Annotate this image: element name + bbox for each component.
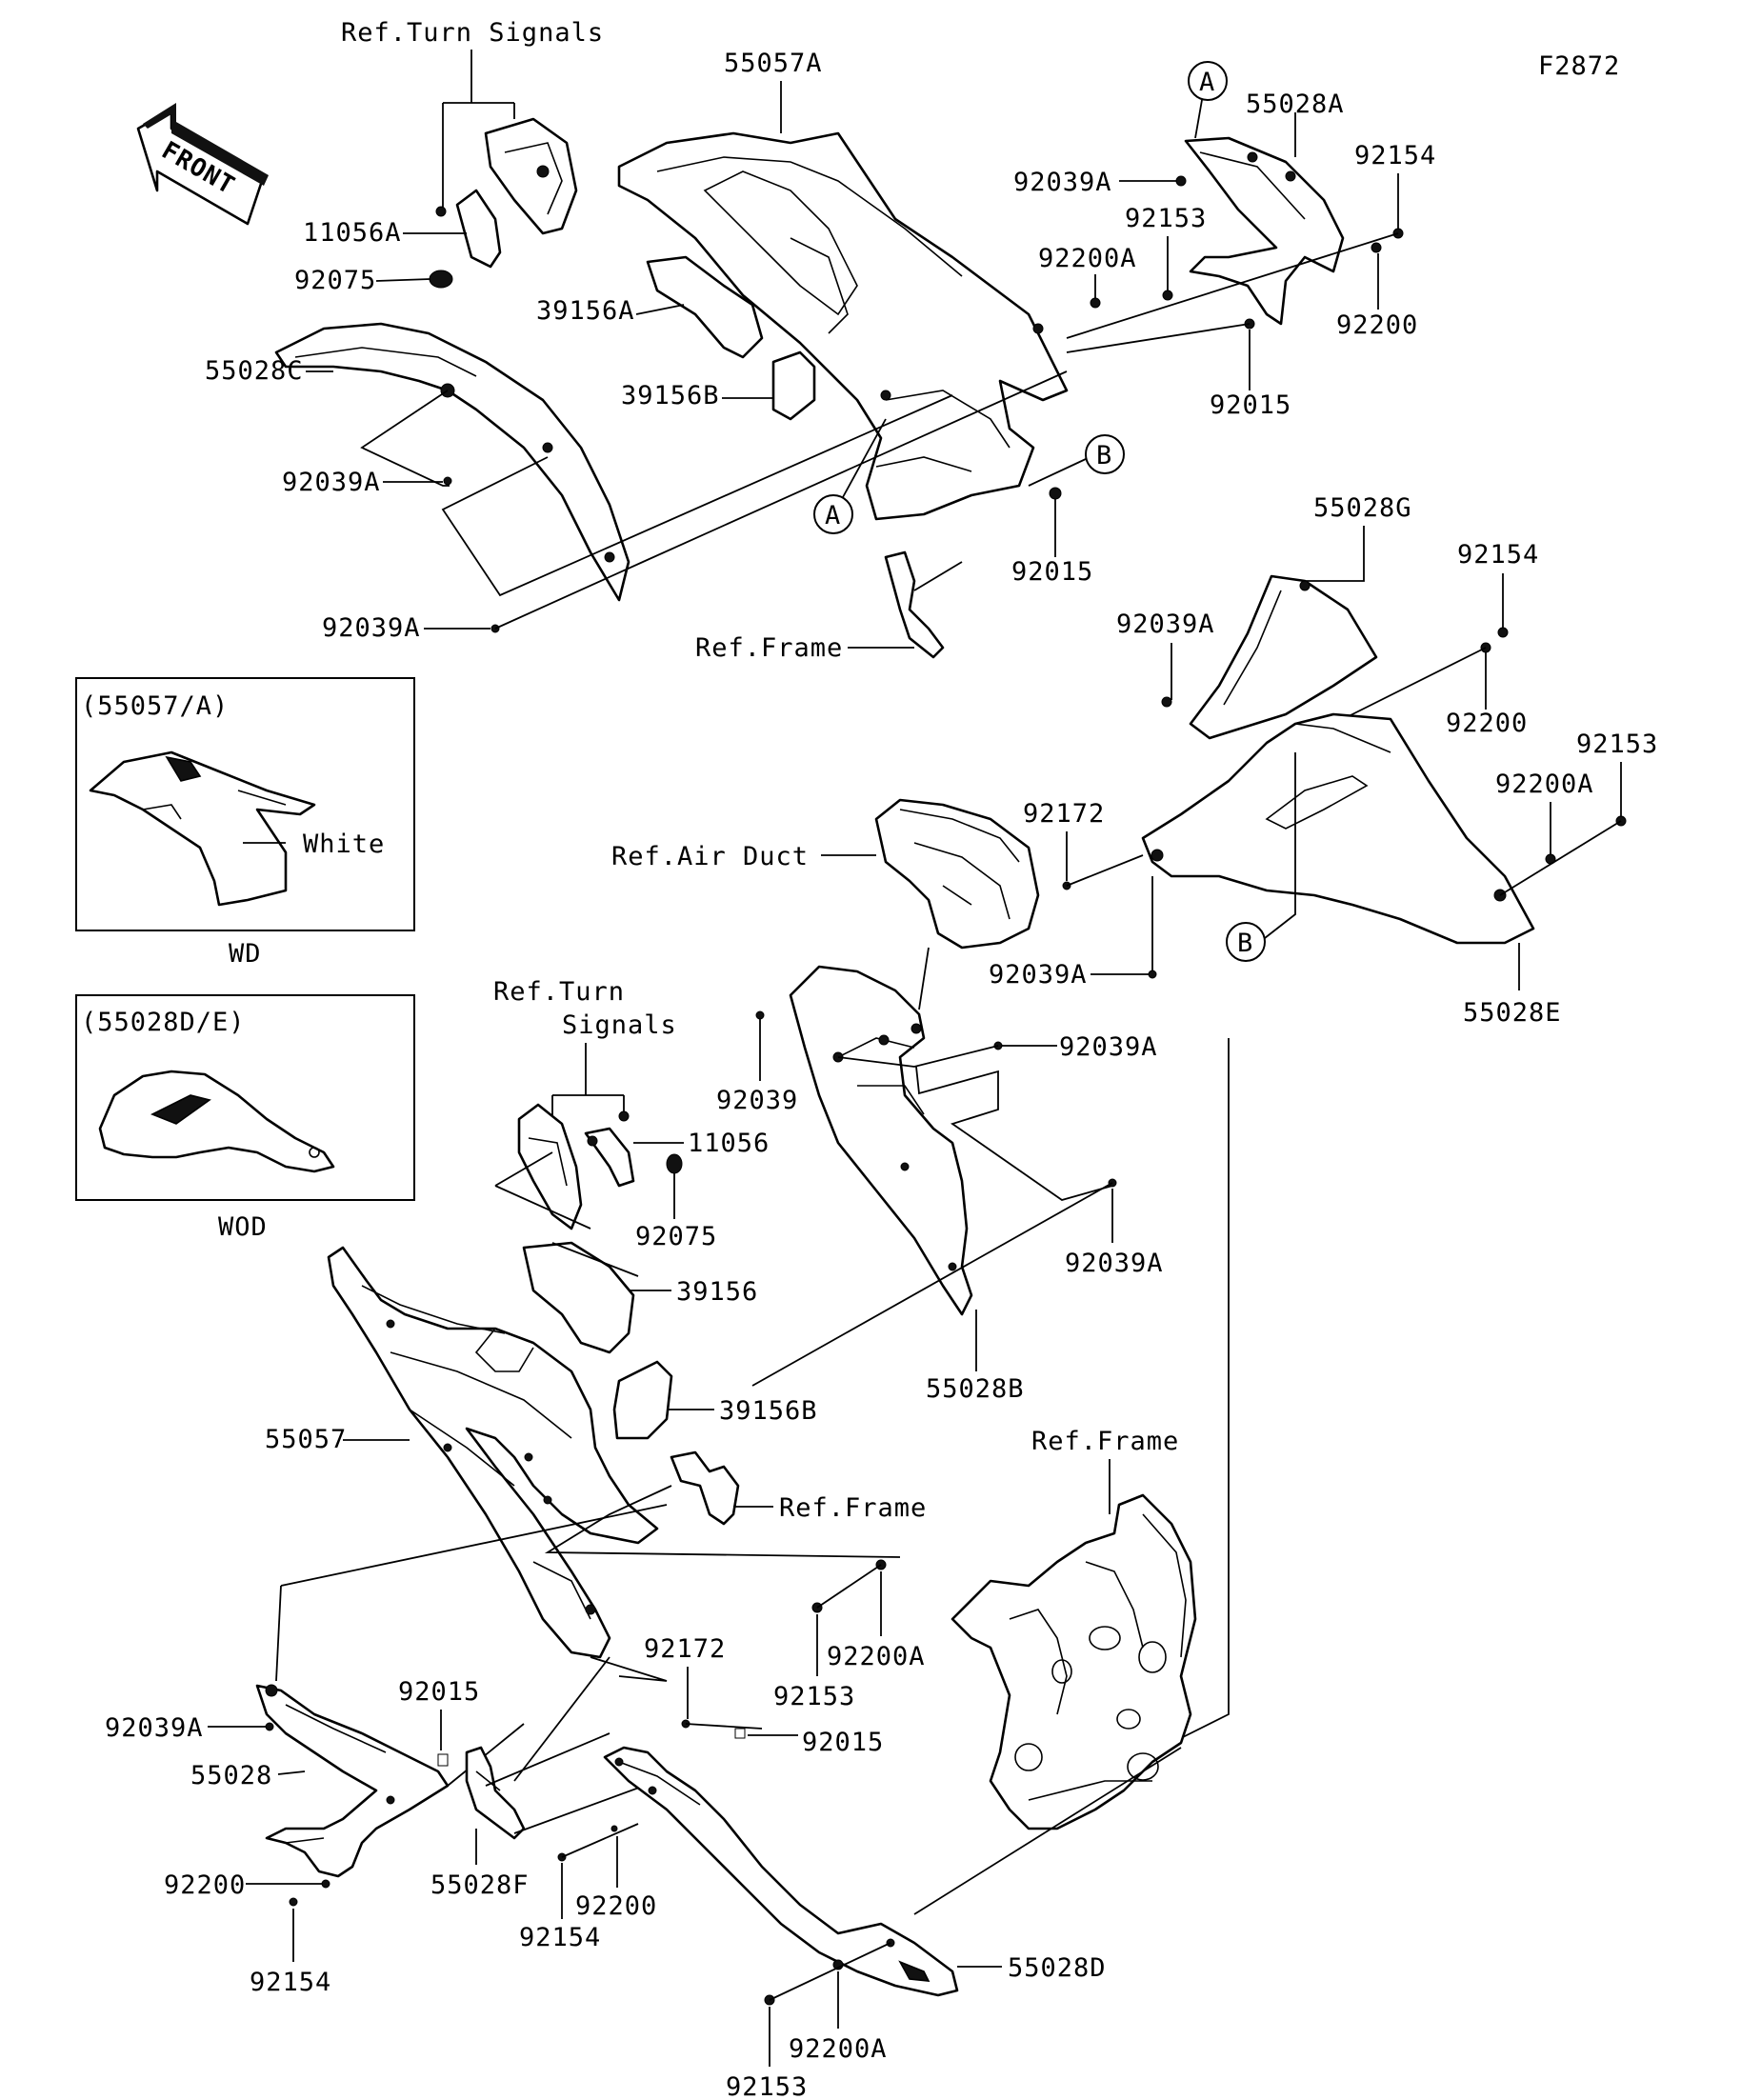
part-92039A-1: 92039A [282, 468, 381, 497]
ref-turn-signals-top-label: Ref.Turn Signals [341, 18, 604, 48]
part-92200-3: 92200 [164, 1870, 246, 1900]
ref-turn-signals-mid-label-2: Signals [562, 1010, 677, 1040]
part-55028D: 55028D [1008, 1953, 1107, 1983]
cowl-55057 [327, 1246, 659, 1659]
cover-55028D [603, 1746, 959, 1997]
frame-bracket-top [884, 550, 945, 659]
part-55028: 55028 [190, 1761, 272, 1790]
part-55028C: 55028C [205, 356, 304, 386]
part-92039A-6: 92039A [1059, 1032, 1158, 1062]
callout-A-top [1188, 61, 1228, 101]
inset-wod-box [75, 994, 415, 1201]
part-92015-2: 92015 [1011, 557, 1093, 587]
front-arrow-icon: FRONT [136, 103, 269, 226]
callout-A-mid [813, 494, 853, 534]
part-92200A-1: 92200A [1038, 244, 1137, 273]
cover-55028B [789, 965, 973, 1316]
part-55057A: 55057A [724, 49, 823, 78]
part-92200A-2: 92200A [1495, 770, 1594, 799]
callout-B-mid-text: B [1237, 929, 1253, 958]
part-55028G: 55028G [1313, 493, 1412, 523]
part-92153-4: 92153 [726, 2072, 808, 2100]
part-92200-2: 92200 [1446, 709, 1528, 738]
inset-wd-box [75, 677, 415, 931]
panel-39156 [522, 1241, 635, 1354]
cover-55028A [1184, 136, 1345, 326]
part-92039A-2: 92039A [322, 613, 421, 643]
part-92154-1: 92154 [1354, 141, 1436, 170]
frame-bracket-mid [670, 1450, 740, 1526]
panel-39156B-mid [612, 1360, 673, 1440]
part-92200-1: 92200 [1336, 310, 1418, 340]
part-92154-3: 92154 [250, 1968, 331, 1997]
grommet-92075-mid [666, 1153, 683, 1174]
air-duct [874, 798, 1040, 950]
part-55028B: 55028B [926, 1374, 1025, 1404]
part-92075-top: 92075 [294, 266, 376, 295]
callout-B-top [1085, 434, 1125, 474]
part-92153-3: 92153 [773, 1682, 855, 1711]
cover-55028C [274, 322, 630, 602]
callout-A-top-text: A [1199, 68, 1215, 97]
ref-turn-signals-mid-label-1: Ref.Turn [493, 977, 625, 1007]
part-92039: 92039 [716, 1086, 798, 1115]
cowl-white-variant [89, 750, 316, 907]
cover-55028F [465, 1746, 526, 1840]
cover-55028 [255, 1684, 450, 1878]
inset-wd-caption: WD [229, 939, 262, 969]
callout-A-mid-text: A [825, 501, 841, 530]
part-39156B-top: 39156B [621, 381, 720, 410]
cowl-55057A [617, 131, 1069, 521]
part-39156A: 39156A [536, 296, 635, 326]
part-92039A-3: 92039A [1013, 168, 1112, 197]
ref-air-duct-label: Ref.Air Duct [611, 842, 809, 871]
ref-frame-mid-label: Ref.Frame [779, 1493, 927, 1523]
part-55028F: 55028F [430, 1870, 530, 1900]
part-92200A-4: 92200A [789, 2034, 888, 2064]
part-92015-4: 92015 [802, 1728, 884, 1757]
cover-55028G [1189, 574, 1378, 740]
callout-B-mid [1226, 922, 1266, 962]
part-92153-2: 92153 [1576, 730, 1658, 759]
panel-39156A [646, 255, 764, 359]
turn-signal-top [484, 117, 578, 235]
part-92153-1: 92153 [1125, 204, 1207, 233]
part-11056A: 11056A [303, 218, 402, 248]
part-92015-1: 92015 [1210, 390, 1291, 420]
panel-39156B-top [771, 350, 816, 421]
inset-wod-title: (55028D/E) [81, 1008, 246, 1037]
ref-frame-low-label: Ref.Frame [1031, 1427, 1179, 1456]
inset-wod-caption: WOD [218, 1212, 268, 1242]
part-92015-3: 92015 [398, 1677, 480, 1707]
part-92154-2: 92154 [1457, 540, 1539, 570]
grommet-92075-top [429, 270, 453, 289]
part-55028E: 55028E [1463, 998, 1562, 1028]
part-92200A-3: 92200A [827, 1642, 926, 1671]
part-92039A-7: 92039A [1065, 1249, 1164, 1278]
part-92039A-8: 92039A [105, 1713, 204, 1743]
cover-wod-variant [98, 1070, 335, 1173]
cover-55028E [1141, 712, 1535, 945]
ref-frame-top-label: Ref.Frame [695, 633, 843, 663]
part-92200-4: 92200 [575, 1891, 657, 1921]
callout-B-top-text: B [1096, 441, 1112, 470]
part-11056: 11056 [688, 1129, 770, 1158]
part-92172-2: 92172 [644, 1634, 726, 1664]
inset-wd-title: (55057/A) [81, 691, 229, 721]
part-92154-4: 92154 [519, 1923, 601, 1952]
part-92039A-5: 92039A [989, 960, 1088, 990]
main-frame [951, 1493, 1197, 1830]
part-39156: 39156 [676, 1277, 758, 1307]
bracket-11056 [584, 1127, 635, 1188]
figure-code: F2872 [1538, 51, 1620, 81]
part-92172-1: 92172 [1023, 799, 1105, 829]
part-55057: 55057 [265, 1425, 347, 1454]
inset-wd-note: White [303, 830, 385, 859]
bracket-11056A [435, 189, 502, 269]
part-92039A-4: 92039A [1116, 610, 1215, 639]
part-92075-mid: 92075 [635, 1222, 717, 1251]
part-39156B-mid: 39156B [719, 1396, 818, 1426]
